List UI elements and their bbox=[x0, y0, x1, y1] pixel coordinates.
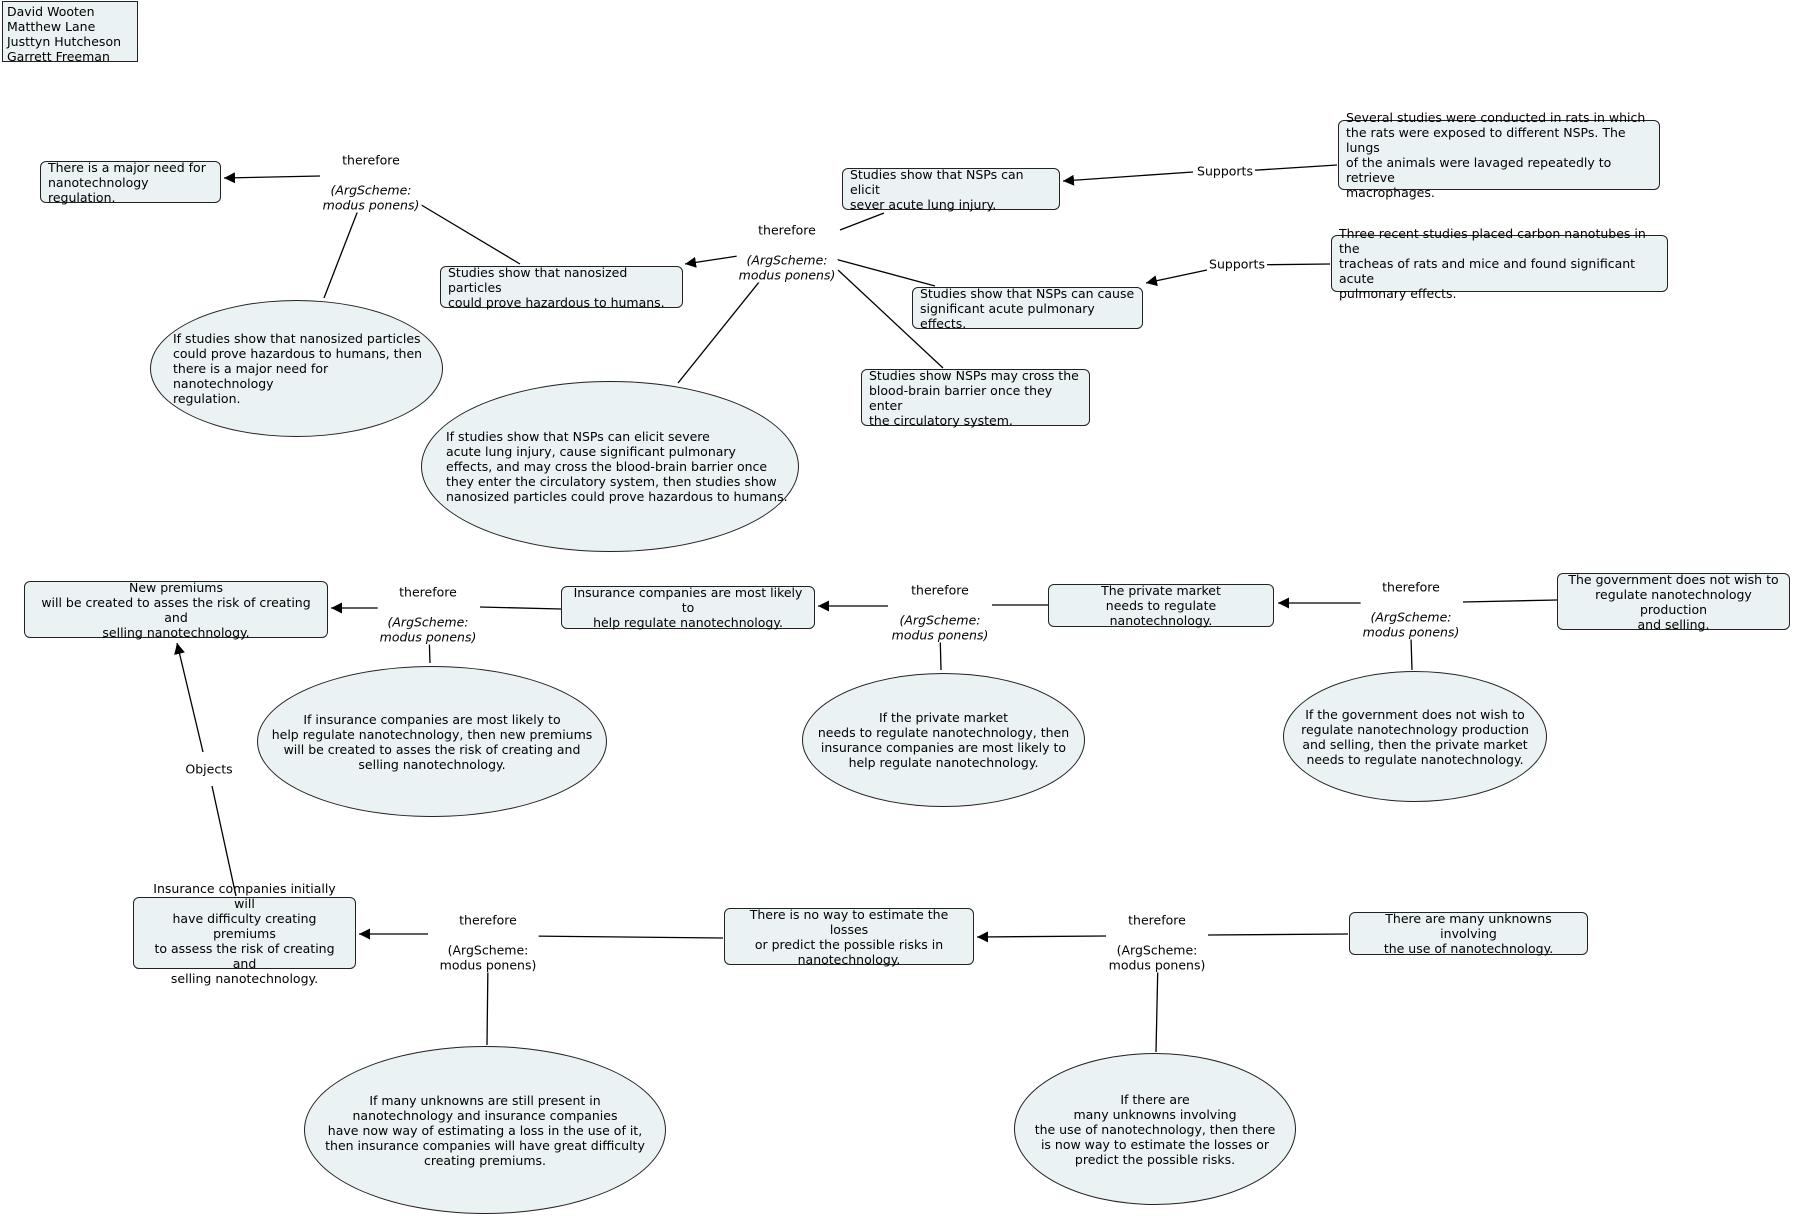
argscheme-text: (ArgScheme: modus ponens) bbox=[1108, 942, 1206, 973]
therefore-word: therefore bbox=[911, 582, 969, 598]
therefore-word: therefore bbox=[1382, 579, 1440, 595]
claim-pulmonary[interactable]: Studies show that NSPs can cause signifi… bbox=[912, 285, 1143, 331]
evidence-rats[interactable]: Several studies were conducted in rats i… bbox=[1338, 110, 1660, 200]
therefore-label-top-middle: therefore (ArgScheme: modus ponens) bbox=[736, 207, 838, 283]
claim-lung-injury-text: Studies show that NSPs can elicit sever … bbox=[850, 166, 1024, 212]
therefore-label-top-left: therefore (ArgScheme: modus ponens) bbox=[320, 137, 422, 213]
argscheme-text: (ArgScheme: modus ponens) bbox=[738, 252, 836, 283]
therefore-label-bottom-right: therefore (ArgScheme: modus ponens) bbox=[1106, 897, 1208, 973]
argscheme-text: (ArgScheme: modus ponens) bbox=[379, 614, 477, 645]
premise-if-many-unknowns-text: If many unknowns are still present in na… bbox=[325, 1092, 645, 1168]
premise-if-hazard[interactable]: If studies show that nanosized particles… bbox=[150, 300, 443, 437]
claim-new-premiums-text: New premiums will be created to asses th… bbox=[41, 579, 311, 640]
premise-if-there-are[interactable]: If there are many unknowns involving the… bbox=[1014, 1053, 1296, 1205]
premise-if-insurance[interactable]: If insurance companies are most likely t… bbox=[257, 666, 607, 817]
premise-if-many-unknowns[interactable]: If many unknowns are still present in na… bbox=[304, 1046, 666, 1214]
supports-label-nanotubes: Supports bbox=[1207, 256, 1267, 272]
premise-if-nsp[interactable]: If studies show that NSPs can elicit sev… bbox=[421, 381, 799, 552]
claim-no-way-text: There is no way to estimate the losses o… bbox=[749, 906, 949, 967]
claim-many-unknowns[interactable]: There are many unknowns involving the us… bbox=[1349, 911, 1588, 956]
therefore-word: therefore bbox=[342, 152, 400, 168]
argscheme-text: (ArgScheme: modus ponens) bbox=[439, 942, 537, 973]
therefore-label-bottom-left: therefore (ArgScheme: modus ponens) bbox=[437, 897, 539, 973]
claim-major-need-text: There is a major need for nanotechnology… bbox=[48, 159, 206, 205]
claim-nano-hazard-text: Studies show that nanosized particles co… bbox=[448, 264, 665, 310]
claim-major-need[interactable]: There is a major need for nanotechnology… bbox=[40, 159, 221, 205]
claim-gov-not-wish-text: The government does not wish to regulate… bbox=[1568, 571, 1779, 632]
claim-blood-brain-barrier[interactable]: Studies show NSPs may cross the blood-br… bbox=[861, 367, 1090, 428]
claim-private-market[interactable]: The private market needs to regulate nan… bbox=[1048, 583, 1274, 628]
evidence-nanotubes-text: Three recent studies placed carbon nanot… bbox=[1339, 226, 1646, 301]
claim-gov-not-wish[interactable]: The government does not wish to regulate… bbox=[1557, 571, 1790, 632]
claim-private-market-text: The private market needs to regulate nan… bbox=[1101, 583, 1221, 628]
therefore-word: therefore bbox=[758, 222, 816, 238]
authors-box: David Wooten Matthew Lane Justtyn Hutche… bbox=[2, 1, 138, 64]
premise-if-private[interactable]: If the private market needs to regulate … bbox=[802, 673, 1085, 807]
therefore-label-row2-left: therefore (ArgScheme: modus ponens) bbox=[377, 569, 479, 645]
therefore-label-row2-middle: therefore (ArgScheme: modus ponens) bbox=[889, 567, 991, 643]
claim-many-unknowns-text: There are many unknowns involving the us… bbox=[1383, 911, 1554, 956]
premise-if-nsp-text: If studies show that NSPs can elicit sev… bbox=[446, 429, 788, 504]
supports-label-rats: Supports bbox=[1195, 163, 1255, 179]
premise-if-gov[interactable]: If the government does not wish to regul… bbox=[1283, 671, 1547, 802]
premise-if-hazard-text: If studies show that nanosized particles… bbox=[173, 331, 423, 406]
authors-text: David Wooten Matthew Lane Justtyn Hutche… bbox=[7, 4, 122, 64]
claim-pulmonary-text: Studies show that NSPs can cause signifi… bbox=[920, 285, 1135, 331]
therefore-word: therefore bbox=[1128, 912, 1186, 928]
claim-insurance-difficulty[interactable]: Insurance companies initially will have … bbox=[133, 881, 356, 986]
claim-insurance-likely[interactable]: Insurance companies are most likely to h… bbox=[561, 585, 815, 630]
therefore-word: therefore bbox=[399, 584, 457, 600]
claim-insurance-difficulty-text: Insurance companies initially will have … bbox=[153, 880, 336, 986]
premise-if-gov-text: If the government does not wish to regul… bbox=[1301, 706, 1529, 767]
claim-nano-hazard[interactable]: Studies show that nanosized particles co… bbox=[440, 264, 683, 310]
therefore-label-row2-right: therefore (ArgScheme: modus ponens) bbox=[1360, 564, 1462, 640]
premise-if-private-text: If the private market needs to regulate … bbox=[817, 710, 1070, 770]
objects-label: Objects bbox=[183, 761, 235, 777]
argscheme-text: (ArgScheme: modus ponens) bbox=[891, 612, 989, 643]
argscheme-text: (ArgScheme: modus ponens) bbox=[1362, 609, 1460, 640]
argscheme-text: (ArgScheme: modus ponens) bbox=[322, 182, 420, 213]
therefore-word: therefore bbox=[459, 912, 517, 928]
claim-blood-brain-barrier-text: Studies show NSPs may cross the blood-br… bbox=[869, 367, 1079, 428]
claim-no-way[interactable]: There is no way to estimate the losses o… bbox=[724, 906, 974, 967]
premise-if-insurance-text: If insurance companies are most likely t… bbox=[271, 711, 593, 772]
premise-if-there-are-text: If there are many unknowns involving the… bbox=[1034, 1091, 1276, 1167]
evidence-rats-text: Several studies were conducted in rats i… bbox=[1346, 110, 1646, 200]
claim-new-premiums[interactable]: New premiums will be created to asses th… bbox=[24, 579, 328, 640]
claim-lung-injury[interactable]: Studies show that NSPs can elicit sever … bbox=[842, 166, 1060, 212]
claim-insurance-likely-text: Insurance companies are most likely to h… bbox=[573, 585, 803, 630]
evidence-nanotubes[interactable]: Three recent studies placed carbon nanot… bbox=[1331, 226, 1668, 301]
